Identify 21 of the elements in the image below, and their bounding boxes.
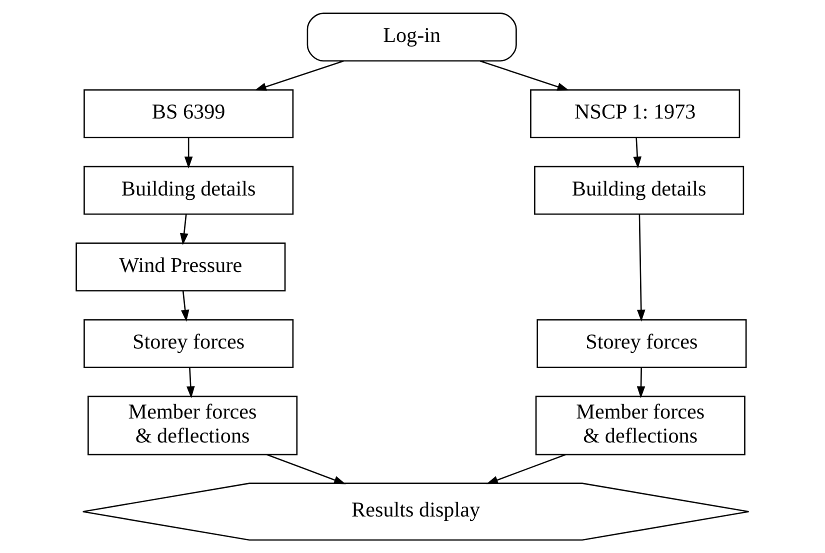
arrow <box>636 214 646 322</box>
arrow <box>486 454 566 484</box>
node-box: Storey forces <box>84 319 294 368</box>
node-box: Building details <box>84 166 294 215</box>
node-box: NSCP 1: 1973 <box>530 89 740 138</box>
arrow <box>254 60 344 91</box>
node-box: Member forces & deflections <box>88 396 298 456</box>
arrow <box>633 138 642 169</box>
node-box: Building details <box>534 166 744 215</box>
arrow <box>636 367 646 398</box>
arrow <box>180 290 190 322</box>
node-box: Storey forces <box>536 319 747 368</box>
arrow <box>184 138 193 169</box>
arrow <box>180 214 188 246</box>
node-box: BS 6399 <box>84 89 294 138</box>
arrow <box>266 454 346 484</box>
node-box: Member forces & deflections <box>535 396 746 456</box>
arrow <box>186 367 195 398</box>
arrow <box>480 60 570 91</box>
node-box: Wind Pressure <box>76 242 286 292</box>
node-box: Log-in <box>306 12 517 62</box>
